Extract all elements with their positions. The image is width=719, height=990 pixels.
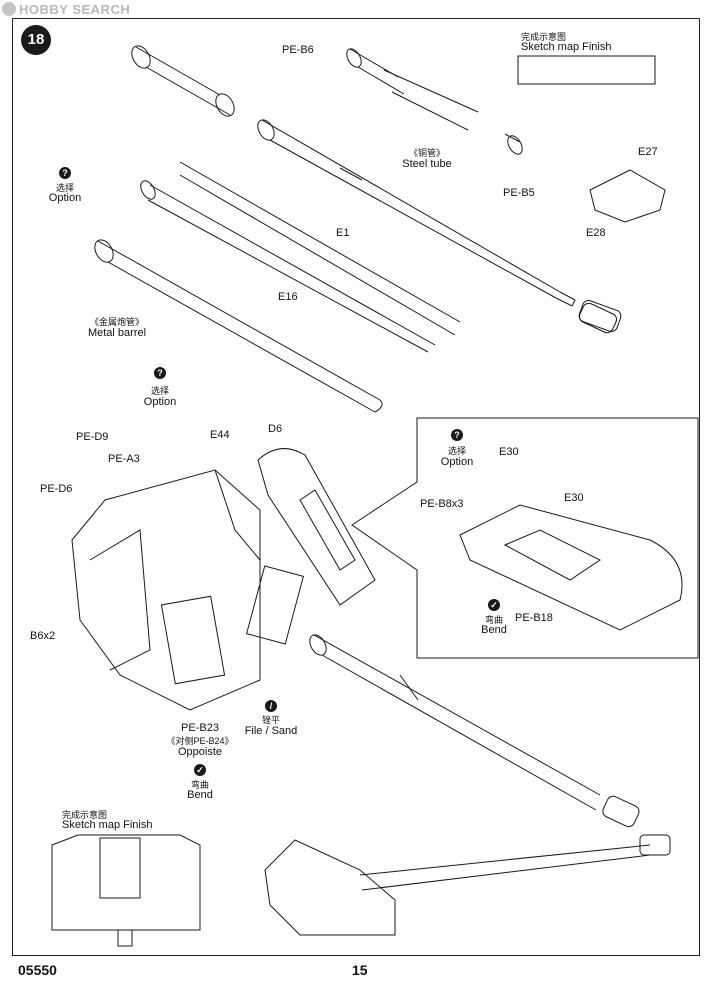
label-pe-a3: PE-A3 bbox=[108, 453, 140, 465]
metal-barrel bbox=[94, 239, 383, 413]
label-pe-b5: PE-B5 bbox=[503, 187, 535, 199]
label-pe-b18: PE-B18 bbox=[515, 612, 553, 624]
page-frame bbox=[12, 18, 700, 956]
steel-tube-en: Steel tube bbox=[402, 158, 452, 170]
sketch-top-en: Sketch map Finish bbox=[521, 41, 612, 53]
option-icon-2: ? bbox=[154, 367, 166, 379]
option-icon-1: ? bbox=[59, 167, 71, 179]
label-b6x2: B6x2 bbox=[30, 630, 56, 642]
bend-2-en: Bend bbox=[187, 789, 213, 801]
option-3-en: Option bbox=[440, 456, 474, 468]
step-number: 18 bbox=[21, 25, 51, 55]
label-pe-b6: PE-B6 bbox=[282, 44, 314, 56]
metal-barrel-en: Metal barrel bbox=[87, 327, 147, 339]
label-pe-b8x3: PE-B8x3 bbox=[420, 498, 464, 510]
bend-1-en: Bend bbox=[481, 624, 507, 636]
sketch-top-zh: 完成示意图 bbox=[521, 32, 567, 42]
file-en: File / Sand bbox=[244, 725, 298, 737]
bend-icon-1: ✓ bbox=[488, 599, 500, 611]
label-e1: E1 bbox=[336, 227, 350, 239]
sketch-bottom-zh: 完成示意图 bbox=[62, 810, 108, 820]
label-e44: E44 bbox=[210, 429, 230, 441]
option-1-zh: 选择 bbox=[55, 183, 75, 193]
bend-icon-2: ✓ bbox=[194, 764, 206, 776]
option-2-zh: 选择 bbox=[150, 386, 170, 396]
sketch-bottom-en: Sketch map Finish bbox=[62, 819, 153, 831]
file-zh: 锉平 bbox=[261, 715, 281, 725]
label-e30-a: E30 bbox=[499, 446, 519, 458]
product-code: 05550 bbox=[18, 962, 57, 978]
barrel-halves bbox=[140, 161, 461, 353]
option-3-zh: 选择 bbox=[447, 446, 467, 456]
sketch-finish-box bbox=[517, 55, 656, 85]
page-number: 15 bbox=[352, 962, 368, 978]
bend-1-zh: 弯曲 bbox=[484, 615, 504, 625]
watermark: HOBBY SEARCH bbox=[2, 2, 130, 17]
detail-callout-box bbox=[351, 417, 699, 659]
option-icon-3: ? bbox=[451, 429, 463, 441]
bend-2-zh: 弯曲 bbox=[190, 780, 210, 790]
part-pe-b18-plate bbox=[459, 504, 683, 631]
watermark-text: HOBBY SEARCH bbox=[19, 2, 131, 17]
part-e27-e28 bbox=[589, 169, 666, 223]
label-pe-d6: PE-D6 bbox=[40, 483, 73, 495]
opposite-zh: 《对侧PE-B24》 bbox=[166, 736, 234, 746]
opposite-en: Oppoiste bbox=[177, 746, 223, 758]
metal-barrel-zh: 《金属炮管》 bbox=[89, 317, 145, 327]
label-d6: D6 bbox=[268, 423, 283, 435]
steel-tube-parts bbox=[346, 48, 523, 155]
option-1-en: Option bbox=[48, 192, 82, 204]
barrel-upper bbox=[257, 119, 618, 334]
finish-sketch-side bbox=[264, 834, 671, 936]
option-2-en: Option bbox=[143, 396, 177, 408]
label-pe-d9: PE-D9 bbox=[76, 431, 109, 443]
gun-mount-body bbox=[71, 469, 304, 711]
part-pe-b18-cutout bbox=[503, 529, 601, 581]
file-icon: / bbox=[265, 700, 277, 712]
label-e16: E16 bbox=[278, 291, 298, 303]
label-pe-b23: PE-B23 bbox=[181, 722, 219, 734]
hobby-search-logo-icon bbox=[2, 2, 16, 16]
part-d6-slot bbox=[299, 489, 356, 571]
part-d6-plate bbox=[257, 448, 376, 606]
label-e27: E27 bbox=[638, 146, 658, 158]
label-e28: E28 bbox=[586, 227, 606, 239]
steel-tube-zh: 《铜管》 bbox=[408, 148, 446, 158]
tube-upper-left bbox=[131, 45, 235, 117]
finish-sketch-front bbox=[51, 834, 201, 947]
muzzle-brake-upper bbox=[578, 300, 622, 332]
barrel-lower bbox=[309, 634, 640, 828]
label-e30-b: E30 bbox=[564, 492, 584, 504]
